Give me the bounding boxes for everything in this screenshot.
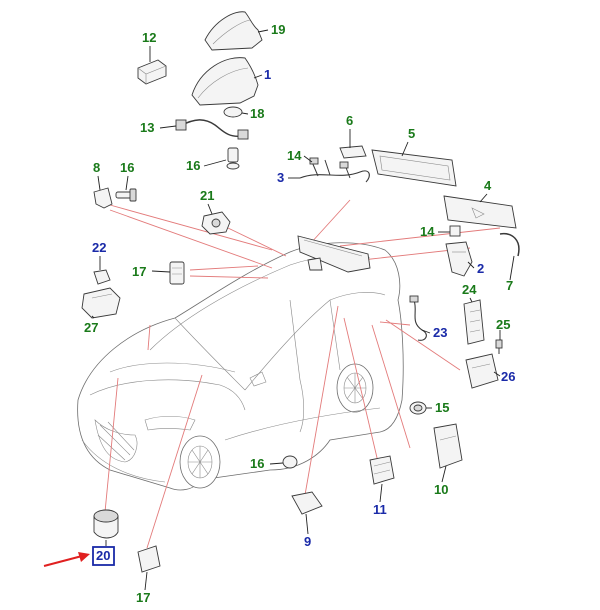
callout-25: 25 (496, 317, 510, 332)
callout-21: 21 (200, 188, 214, 203)
part-10-module (433, 423, 463, 469)
callout-17: 17 (136, 590, 150, 605)
part-21-sensor (201, 211, 231, 235)
part-14-clip-right (449, 225, 461, 237)
callout-16: 16 (250, 456, 264, 471)
part-8-bracket (93, 187, 113, 209)
callout-23: 23 (433, 325, 447, 340)
callout-8: 8 (93, 160, 100, 175)
part-5-roof-panel (371, 149, 457, 187)
part-22-sensor (93, 269, 111, 285)
part-3-harness (299, 157, 370, 183)
callout-11: 11 (373, 502, 387, 517)
roof-console-frame (297, 235, 371, 273)
callout-22: 22 (92, 240, 106, 255)
callout-6: 6 (346, 113, 353, 128)
part-4-trim-panel (443, 195, 517, 229)
callout-1: 1 (264, 67, 271, 82)
callout-27: 27 (84, 320, 98, 335)
part-25-screw (495, 339, 503, 354)
callout-7: 7 (506, 278, 513, 293)
callout-5: 5 (408, 126, 415, 141)
callout-9: 9 (304, 534, 311, 549)
part-13-antenna-cable (175, 119, 249, 140)
part-16-clip (226, 147, 240, 170)
callout-15: 15 (435, 400, 449, 415)
part-15-grommet (409, 401, 427, 415)
part-24-control-module (463, 299, 485, 345)
part-20-sensor (93, 509, 119, 539)
part-26-module (465, 353, 499, 389)
callout-20-highlight-box (92, 546, 115, 566)
vehicle-outline (77, 242, 404, 491)
callout-14: 14 (287, 148, 302, 163)
part-12-module (137, 59, 167, 85)
part-19-antenna-fin (204, 11, 263, 51)
leader-lines-red (104, 199, 501, 549)
part-6-bracket (339, 145, 367, 159)
part-27-module (81, 287, 121, 319)
callout-16: 16 (186, 158, 200, 173)
callout-20: 20 (96, 548, 110, 563)
pointer-arrow-icon (43, 552, 90, 567)
callout-24: 24 (462, 282, 477, 297)
callout-12: 12 (142, 30, 156, 45)
callout-19: 19 (271, 22, 285, 37)
callout-18: 18 (250, 106, 264, 121)
leader-lines-black (91, 29, 515, 591)
callout-3: 3 (277, 170, 284, 185)
part-16-bolt (115, 188, 137, 202)
callout-labels: 19 12 1 13 18 16 6 5 14 3 8 16 21 4 14 2… (84, 22, 515, 605)
part-23-harness (409, 295, 427, 341)
callout-4: 4 (484, 178, 492, 193)
callout-26: 26 (501, 369, 515, 384)
callout-13: 13 (140, 120, 154, 135)
callout-16: 16 (120, 160, 134, 175)
part-9-module (291, 491, 323, 515)
part-17-bracket-lower (137, 545, 161, 573)
callout-10: 10 (434, 482, 448, 497)
callout-17: 17 (132, 264, 146, 279)
part-16-grommet-lower (282, 455, 298, 469)
part-18-gasket (223, 106, 243, 118)
part-17-switch (169, 261, 185, 285)
part-7-bracket (499, 232, 520, 257)
callout-14: 14 (420, 224, 435, 239)
part-2-harness-right (445, 241, 473, 277)
part-1-roof-antenna (191, 57, 259, 106)
part-11-module (369, 455, 395, 485)
callout-2: 2 (477, 261, 484, 276)
